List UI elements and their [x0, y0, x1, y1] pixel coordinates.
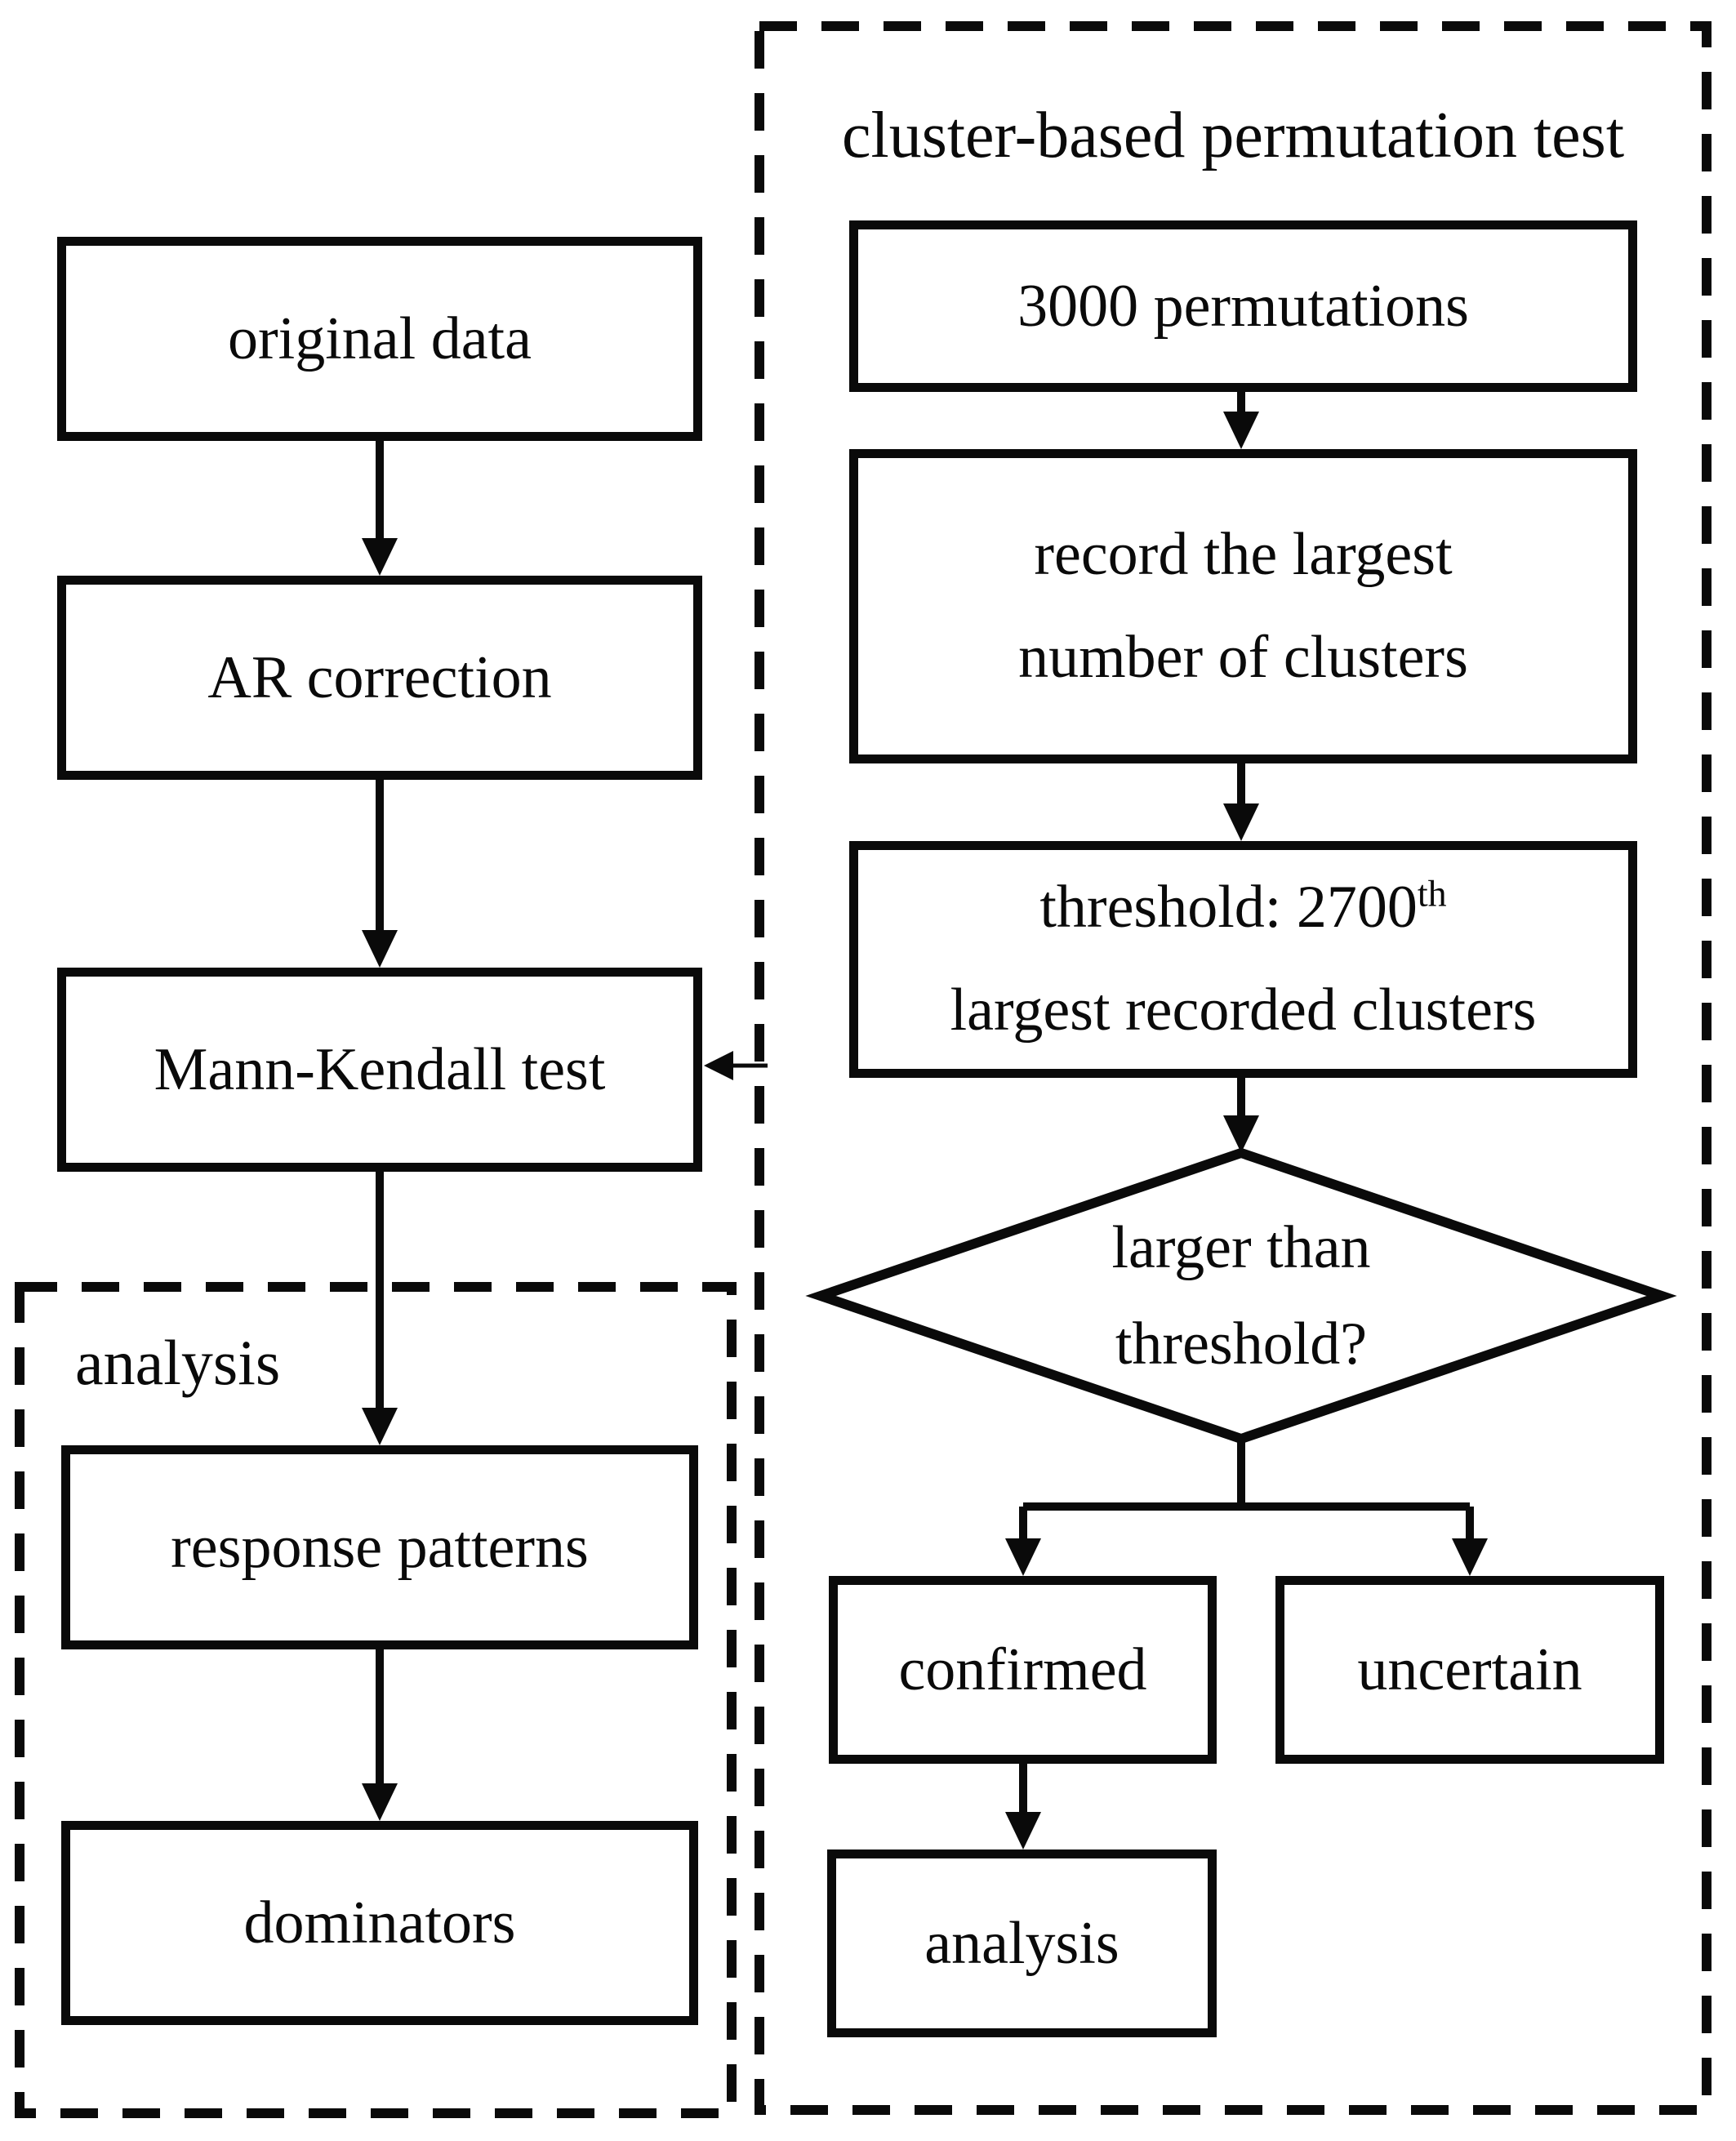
arrow-ar-to-mannkendall: [362, 780, 398, 968]
arrowhead-down-icon: [362, 538, 398, 576]
node-analysis-right: analysis: [827, 1849, 1217, 2037]
threshold-main-text: threshold: 2700: [1039, 874, 1418, 941]
arrow-threshold-to-decision: [1223, 1078, 1259, 1153]
decision-line2: threshold?: [1115, 1311, 1368, 1378]
node-response-patterns-label: response patterns: [171, 1513, 589, 1581]
node-mann-kendall-test: Mann-Kendall test: [57, 968, 702, 1172]
node-permutations-label: 3000 permutations: [1017, 272, 1469, 340]
analysis-group-dashed-border: [15, 1282, 737, 2118]
arrowhead-down-icon: [362, 930, 398, 968]
node-response-patterns: response patterns: [61, 1445, 698, 1649]
arrow-permutation-to-mannkendall: [704, 1051, 768, 1080]
analysis-group-label: analysis: [75, 1327, 281, 1398]
node-analysis-right-label: analysis: [924, 1909, 1119, 1977]
node-ar-correction-label: AR correction: [207, 643, 552, 711]
arrowhead-down-icon: [1223, 412, 1259, 449]
decision-split-connector: [1019, 1439, 1474, 1541]
node-uncertain: uncertain: [1275, 1576, 1664, 1764]
node-dominators-label: dominators: [243, 1889, 516, 1956]
node-dominators: dominators: [61, 1821, 698, 2025]
arrowhead-left-icon: [704, 1051, 733, 1080]
node-record-line2: number of clusters: [1018, 623, 1468, 691]
arrow-response-to-dominators: [362, 1649, 398, 1821]
node-record-line1: record the largest: [1034, 520, 1453, 588]
node-3000-permutations: 3000 permutations: [849, 220, 1637, 392]
decision-line1: larger than: [1111, 1213, 1371, 1281]
arrowhead-down-icon: [1223, 1115, 1259, 1153]
node-ar-correction: AR correction: [57, 576, 702, 780]
node-mann-kendall-label: Mann-Kendall test: [154, 1035, 606, 1103]
arrow-permutations-to-record: [1223, 392, 1259, 449]
node-threshold-line2: largest recorded clusters: [950, 977, 1537, 1044]
permutation-group-dashed-border: [754, 21, 1712, 2115]
arrowhead-down-icon: [1005, 1812, 1041, 1849]
arrowhead-down-icon: [362, 1783, 398, 1821]
node-confirmed-label: confirmed: [898, 1636, 1147, 1703]
arrow-confirmed-to-analysis: [1005, 1764, 1041, 1849]
node-uncertain-label: uncertain: [1357, 1636, 1582, 1703]
node-threshold: threshold: 2700th largest recorded clust…: [849, 841, 1637, 1078]
node-record-largest-clusters: record the largest number of clusters: [849, 449, 1637, 763]
decision-diamond: larger than threshold?: [955, 1177, 1527, 1414]
arrow-mannkendall-to-response: [362, 1172, 398, 1445]
arrow-record-to-threshold: [1223, 763, 1259, 841]
arrowhead-down-icon: [1452, 1538, 1488, 1576]
node-confirmed: confirmed: [829, 1576, 1217, 1764]
arrowhead-down-icon: [362, 1408, 398, 1445]
threshold-ordinal-suffix: th: [1417, 872, 1447, 915]
arrowhead-down-icon: [1223, 803, 1259, 841]
node-original-data-label: original data: [228, 305, 532, 372]
arrowhead-down-icon: [1005, 1538, 1041, 1576]
arrow-original-to-ar: [362, 441, 398, 576]
node-threshold-line1: threshold: 2700th: [1039, 857, 1446, 959]
permutation-group-title: cluster-based permutation test: [841, 100, 1625, 171]
node-original-data: original data: [57, 237, 702, 441]
